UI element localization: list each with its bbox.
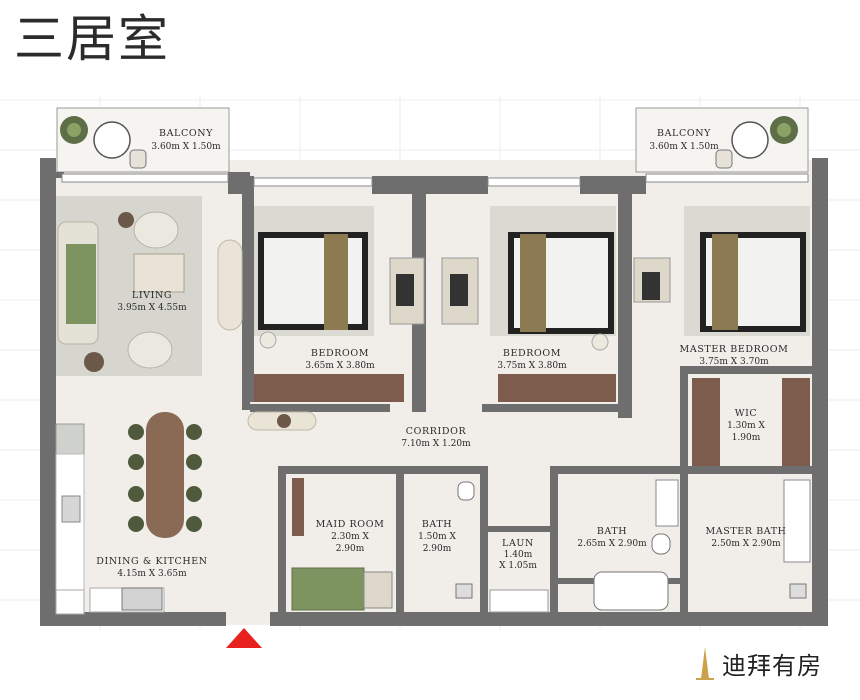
brand-name: 迪拜有房: [722, 652, 822, 680]
bath-small-dim-2: 2.90m: [423, 544, 452, 554]
bedroom-1-dim: 3.65m X 3.80m: [305, 361, 375, 371]
wic-dim-1: 1.30m X: [727, 421, 765, 431]
balcony-left-label: BALCONY: [159, 128, 213, 139]
gold-tower-logo-icon: [696, 646, 714, 680]
dining-kitchen-furniture: [55, 412, 202, 615]
master-bedroom-label: MASTER BEDROOM: [680, 344, 789, 355]
corridor-dim: 7.10m X 1.20m: [401, 439, 471, 449]
room-labels: BALCONY 3.60m X 1.50m BALCONY 3.60m X 1.…: [96, 128, 788, 579]
entrance-arrow-icon: [226, 628, 262, 648]
bedroom-1-label: BEDROOM: [311, 348, 369, 359]
master-bedroom-dim: 3.75m X 3.70m: [699, 357, 769, 367]
brand-logo: 迪拜有房: [696, 646, 822, 681]
maid-room-dim-1: 2.30m X: [331, 532, 369, 542]
maid-room-dim-2: 2.90m: [336, 544, 365, 554]
windows: [61, 173, 809, 187]
bath-small-label: BATH: [422, 519, 452, 530]
dining-kitchen-dim: 4.15m X 3.65m: [117, 569, 187, 579]
bath-label: BATH: [597, 526, 627, 537]
wardrobes: [254, 374, 810, 536]
corridor-label: CORRIDOR: [406, 426, 467, 437]
dining-kitchen-label: DINING & KITCHEN: [96, 556, 207, 567]
living-label: LIVING: [132, 290, 172, 301]
master-bath-label: MASTER BATH: [705, 526, 786, 537]
laundry-dim-2: X 1.05m: [499, 561, 537, 571]
bath-small-dim-1: 1.50m X: [418, 532, 456, 542]
page-title: 三居室: [14, 10, 170, 68]
living-dim: 3.95m X 4.55m: [117, 303, 187, 313]
master-bath-dim: 2.50m X 2.90m: [711, 539, 781, 549]
wic-label: WIC: [735, 408, 758, 419]
bedroom-2-furniture: [441, 206, 616, 351]
maid-room-label: MAID ROOM: [316, 519, 385, 530]
bedroom-1-furniture: [254, 206, 425, 349]
bedroom-2-label: BEDROOM: [503, 348, 561, 359]
balcony-furniture: [60, 116, 798, 169]
living-furniture: [56, 196, 243, 376]
corridor-furniture: [247, 411, 317, 431]
laundry-label: LAUN: [502, 538, 534, 549]
balcony-left-dim: 3.60m X 1.50m: [151, 142, 221, 152]
wic-dim-2: 1.90m: [732, 433, 761, 443]
balcony-right-dim: 3.60m X 1.50m: [649, 142, 719, 152]
balcony-right-label: BALCONY: [657, 128, 711, 139]
master-bedroom-furniture: [633, 206, 810, 336]
laundry-dim-1: 1.40m: [504, 550, 533, 560]
service-rooms-furniture: [291, 479, 811, 613]
bath-dim: 2.65m X 2.90m: [577, 539, 647, 549]
bedroom-2-dim: 3.75m X 3.80m: [497, 361, 567, 371]
